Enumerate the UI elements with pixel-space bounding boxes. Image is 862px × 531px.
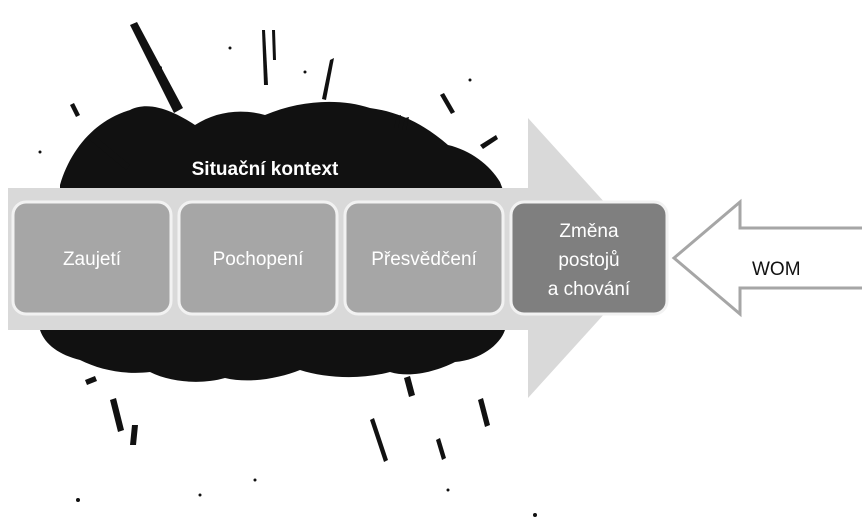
context-label: Situační kontext xyxy=(192,159,339,180)
stage-box-final: Změna postojů a chování xyxy=(509,200,669,316)
stage-label: Pochopení xyxy=(213,249,305,270)
ink-splatter xyxy=(436,438,446,460)
stage-label-line: postojů xyxy=(558,250,619,271)
stage-box-shape xyxy=(343,200,505,316)
ink-splatter xyxy=(402,117,409,130)
wom-label: WOM xyxy=(752,259,801,280)
ink-splatter xyxy=(262,30,268,85)
stage-label: Zaujetí xyxy=(63,249,122,270)
wom-arrow: WOM xyxy=(671,198,862,318)
ink-splatter xyxy=(110,398,124,432)
ink-splatter xyxy=(85,376,97,385)
stage-box-shape xyxy=(509,200,669,316)
ink-splatter xyxy=(70,103,80,117)
ink-splatter xyxy=(130,425,138,445)
stage-box-shape xyxy=(11,200,173,316)
ink-dot xyxy=(228,46,232,50)
ink-splatter xyxy=(90,136,130,170)
ink-splatter xyxy=(394,115,401,128)
ink-dot xyxy=(38,150,42,154)
ink-dot xyxy=(446,488,450,492)
ink-dot xyxy=(198,493,202,497)
ink-dot xyxy=(253,478,257,482)
wom-arrow-shape xyxy=(671,198,862,318)
ink-splash-blob-lower xyxy=(40,330,505,382)
ink-splatter xyxy=(478,398,490,427)
stage-box: Přesvědčení xyxy=(343,200,505,316)
stage-box: Pochopení xyxy=(177,200,339,316)
ink-splash-blob xyxy=(60,101,505,195)
ink-splatter xyxy=(440,93,455,114)
ink-dot xyxy=(468,78,472,82)
stage-label-line: a chování xyxy=(548,279,631,300)
ink-splatter xyxy=(480,135,498,149)
ink-dot xyxy=(303,70,307,74)
ink-splatter xyxy=(272,30,276,60)
ink-splatter xyxy=(404,376,415,397)
ink-dot xyxy=(76,498,80,502)
ink-dot xyxy=(533,513,537,517)
stage-box-shape xyxy=(177,200,339,316)
stage-box: Zaujetí xyxy=(11,200,173,316)
stage-label: Přesvědčení xyxy=(371,249,477,270)
ink-splatter xyxy=(370,418,388,462)
ink-dot xyxy=(158,66,162,70)
ink-splash xyxy=(38,22,537,517)
ink-splatter xyxy=(322,58,334,100)
stage-label-line: Změna xyxy=(559,221,619,242)
ink-splatter xyxy=(130,22,183,113)
